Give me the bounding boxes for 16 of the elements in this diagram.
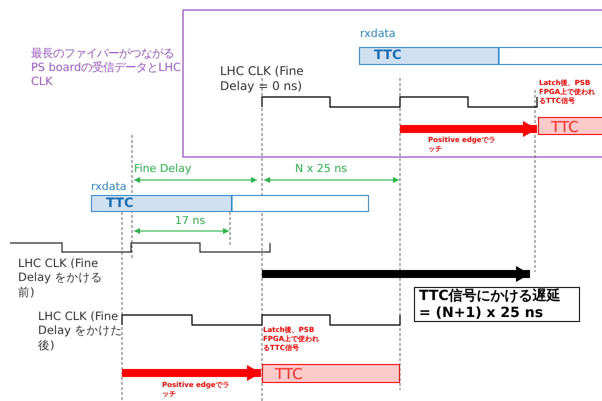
- data-bar: TTC: [359, 47, 602, 65]
- signal-label: LHC CLK (Fine Delay = 0 ns): [220, 64, 305, 94]
- signal-box: TTC: [262, 364, 400, 383]
- dimension-label: 17 ns: [174, 214, 206, 228]
- delay-box: TTC信号にかける遅延 = (N+1) x 25 ns: [414, 287, 580, 322]
- arrow: [122, 365, 261, 381]
- signal-box: TTC: [538, 117, 602, 135]
- dimension-label: Fine Delay: [134, 162, 192, 176]
- signal-label: rxdata: [360, 27, 397, 41]
- signal-label: LHC CLK (Fine Delay をかけた後): [38, 309, 124, 352]
- signal-label: LHC CLK (Fine Delay をかける前): [18, 256, 104, 300]
- caption-text: 最長のファイバーがつながるPS boardの受信データとLHC CLK: [31, 47, 181, 90]
- dimension-label: N x 25 ns: [295, 162, 348, 176]
- arrow: [400, 121, 537, 137]
- signal-label: rxdata: [91, 180, 128, 194]
- data-bar: TTC: [91, 195, 369, 212]
